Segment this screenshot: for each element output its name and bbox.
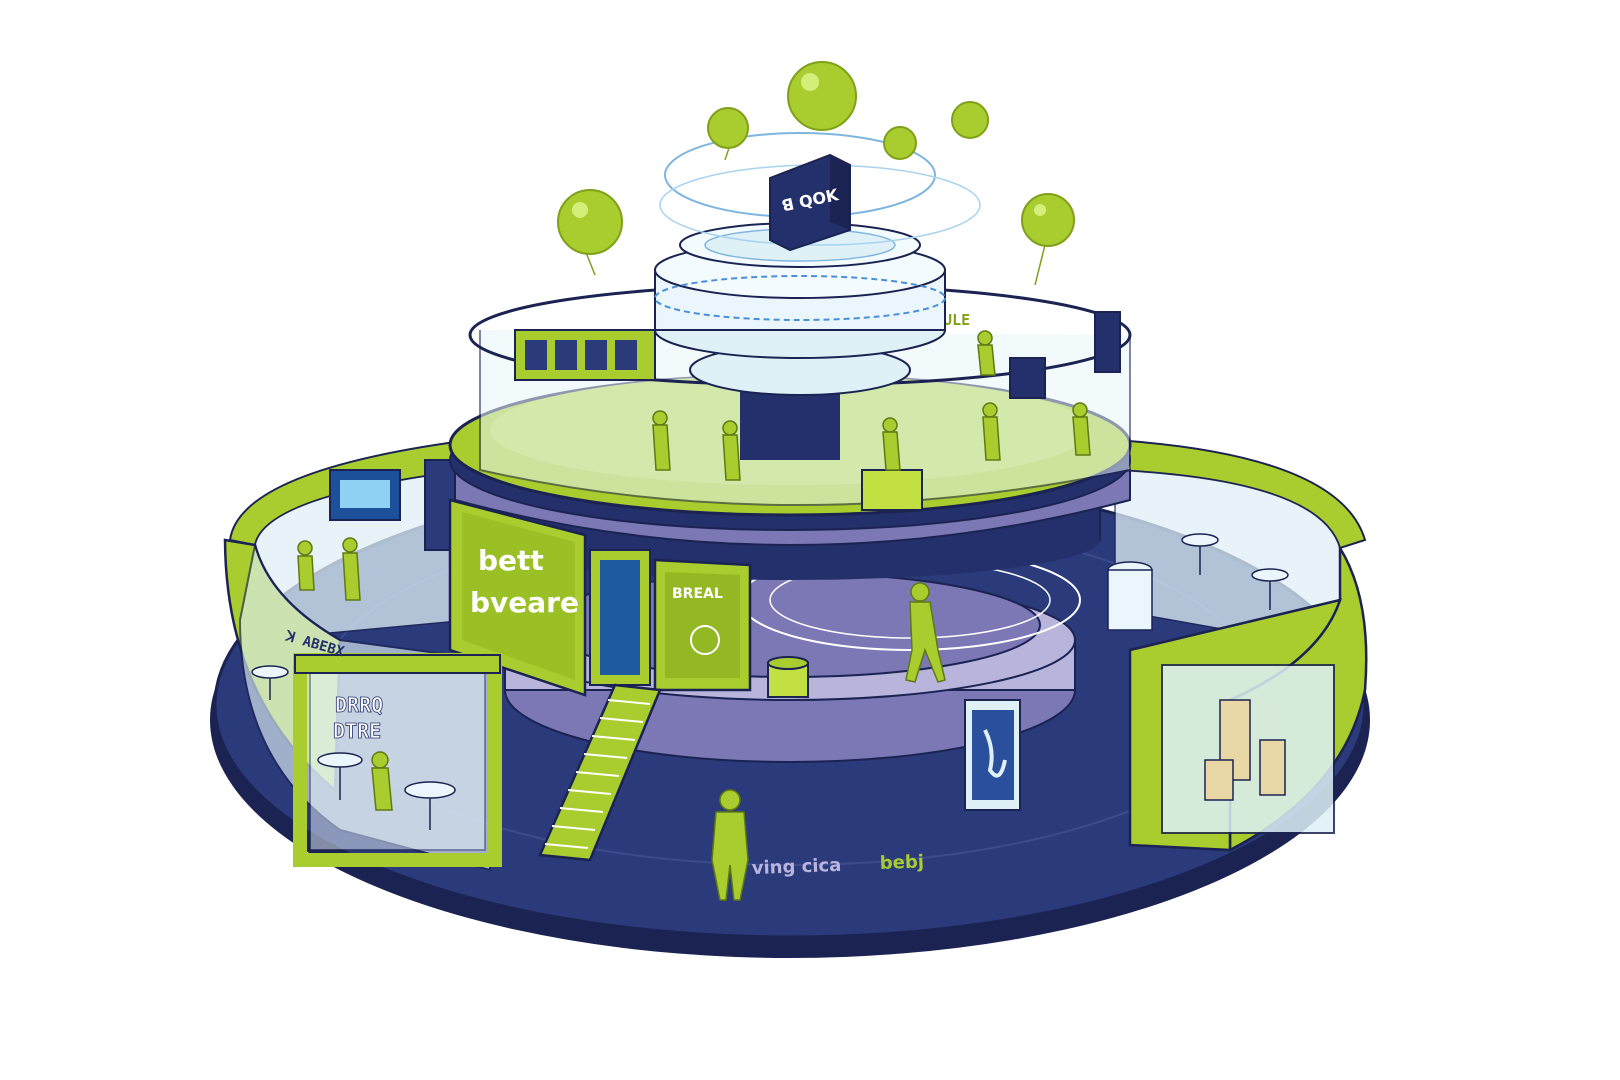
left-front-wall: ꓘ ABEBX DRRQ DTRE: [223, 538, 502, 872]
left-kiosk-text-line2: DTRE: [333, 719, 381, 743]
side-door-panel: BREAL: [589, 549, 752, 692]
balloon-icon: [557, 61, 1075, 286]
top-sign-cube: ꓭ QOK: [769, 153, 851, 252]
main-screen-text-line2: bveare: [470, 586, 579, 619]
cafe-table-icon: [1107, 533, 1289, 631]
small-drum-planter: [767, 656, 809, 698]
person-figure-icon: [297, 330, 1091, 901]
main-screen-text-line1: bett: [478, 544, 544, 577]
display-case: [964, 699, 1021, 811]
side-panel-text: BREAL: [672, 586, 723, 602]
floor-text-part1: ving cica: [751, 855, 841, 879]
cafe-table-icon: [251, 665, 456, 830]
left-kiosk-text-line1: DRRQ: [335, 693, 383, 717]
floor-text-part2: bebj: [879, 851, 924, 874]
staircase-icon: [538, 683, 662, 862]
floor-lettering: ving cica bebj: [751, 851, 924, 879]
main-display-screen: bett bveare: [448, 498, 587, 697]
right-front-wall: [1107, 533, 1368, 853]
